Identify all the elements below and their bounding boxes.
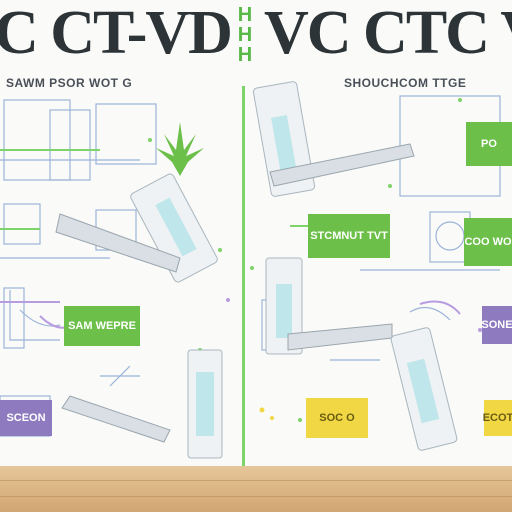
subtitle-left: SAWM PSOR WOT G bbox=[6, 76, 133, 90]
right-tag-5: SOC O bbox=[306, 398, 368, 438]
wood-plank-line bbox=[0, 496, 512, 497]
right-tag-3: COO WO bbox=[464, 218, 512, 266]
device-left-top bbox=[55, 173, 218, 283]
device-right-middle bbox=[265, 257, 393, 355]
center-divider bbox=[242, 86, 245, 466]
wood-plank-line bbox=[0, 480, 512, 481]
device-right-bottom bbox=[390, 327, 458, 451]
right-tag-2: STCMNUT TVT bbox=[308, 214, 390, 258]
left-tag-2: SCEON bbox=[0, 400, 52, 436]
center-h-mark: H H H bbox=[234, 4, 256, 66]
device-left-bottom bbox=[61, 349, 223, 459]
green-accent-lines bbox=[0, 149, 310, 230]
wood-floor bbox=[0, 466, 512, 512]
subtitle-right: SHOUCHCOM TTGE bbox=[344, 76, 467, 90]
right-tag-4: SONE bbox=[481, 306, 512, 344]
title-left: C CT-VD bbox=[0, 0, 233, 67]
leaf-icon bbox=[156, 122, 204, 176]
title-right: VC CTC V bbox=[264, 0, 512, 67]
right-tag-6: ECOT bbox=[483, 400, 512, 436]
center-h-letter-2: H bbox=[237, 24, 253, 46]
left-tag-1: SAM WEPRE bbox=[64, 306, 140, 346]
device-right-top bbox=[252, 81, 415, 197]
center-h-letter-3: H bbox=[237, 44, 253, 66]
center-h-letter: H bbox=[237, 4, 253, 26]
right-tag-1: PO bbox=[466, 122, 512, 166]
